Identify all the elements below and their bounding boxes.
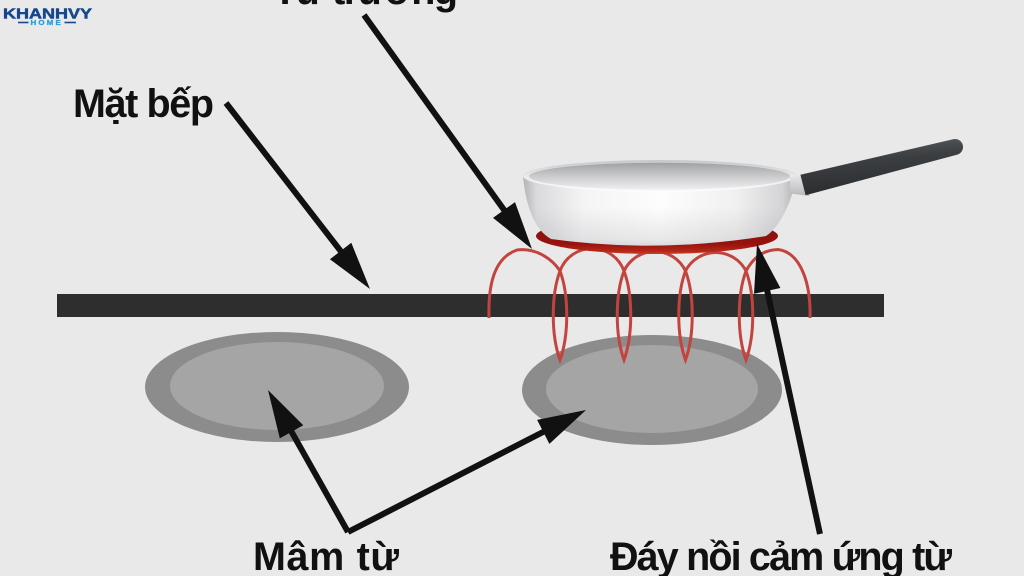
svg-text:HOME: HOME [31, 18, 64, 27]
svg-text:Từ trường: Từ trường [273, 0, 458, 13]
svg-text:Mâm từ: Mâm từ [253, 535, 399, 576]
svg-text:KHANHVY: KHANHVY [3, 6, 92, 23]
svg-text:Đáy nồi cảm ứng từ: Đáy nồi cảm ứng từ [610, 535, 952, 576]
svg-text:Mặt bếp: Mặt bếp [73, 82, 214, 126]
